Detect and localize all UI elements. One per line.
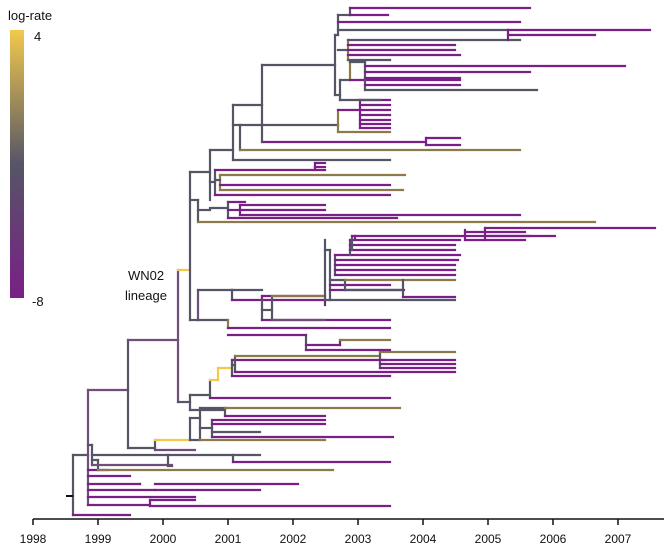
axis-tick-label: 2002 xyxy=(280,532,307,546)
axis-tick-label: 2007 xyxy=(605,532,632,546)
annotation-line2: lineage xyxy=(125,288,167,303)
axis-tick-label: 2000 xyxy=(150,532,177,546)
axis-tick-label: 1999 xyxy=(85,532,112,546)
color-legend: log-rate 4 -8 xyxy=(8,8,52,309)
axis-tick-label: 2001 xyxy=(215,532,242,546)
wn02-lineage-annotation: WN02 lineage xyxy=(125,268,167,303)
axis-tick-label: 2003 xyxy=(345,532,372,546)
legend-title: log-rate xyxy=(8,8,52,23)
legend-min-label: -8 xyxy=(32,294,44,309)
axis-tick-label: 1998 xyxy=(20,532,47,546)
time-axis: 1998 1999 2000 2001 2002 2003 2004 2005 2006 2007 xyxy=(20,518,664,546)
axis-tick-label: 2005 xyxy=(475,532,502,546)
annotation-line1: WN02 xyxy=(128,268,164,283)
phylogenetic-tree xyxy=(71,6,657,517)
axis-tick-label: 2004 xyxy=(410,532,437,546)
axis-tick-label: 2006 xyxy=(540,532,567,546)
legend-max-label: 4 xyxy=(34,29,41,44)
legend-color-bar xyxy=(10,30,24,298)
